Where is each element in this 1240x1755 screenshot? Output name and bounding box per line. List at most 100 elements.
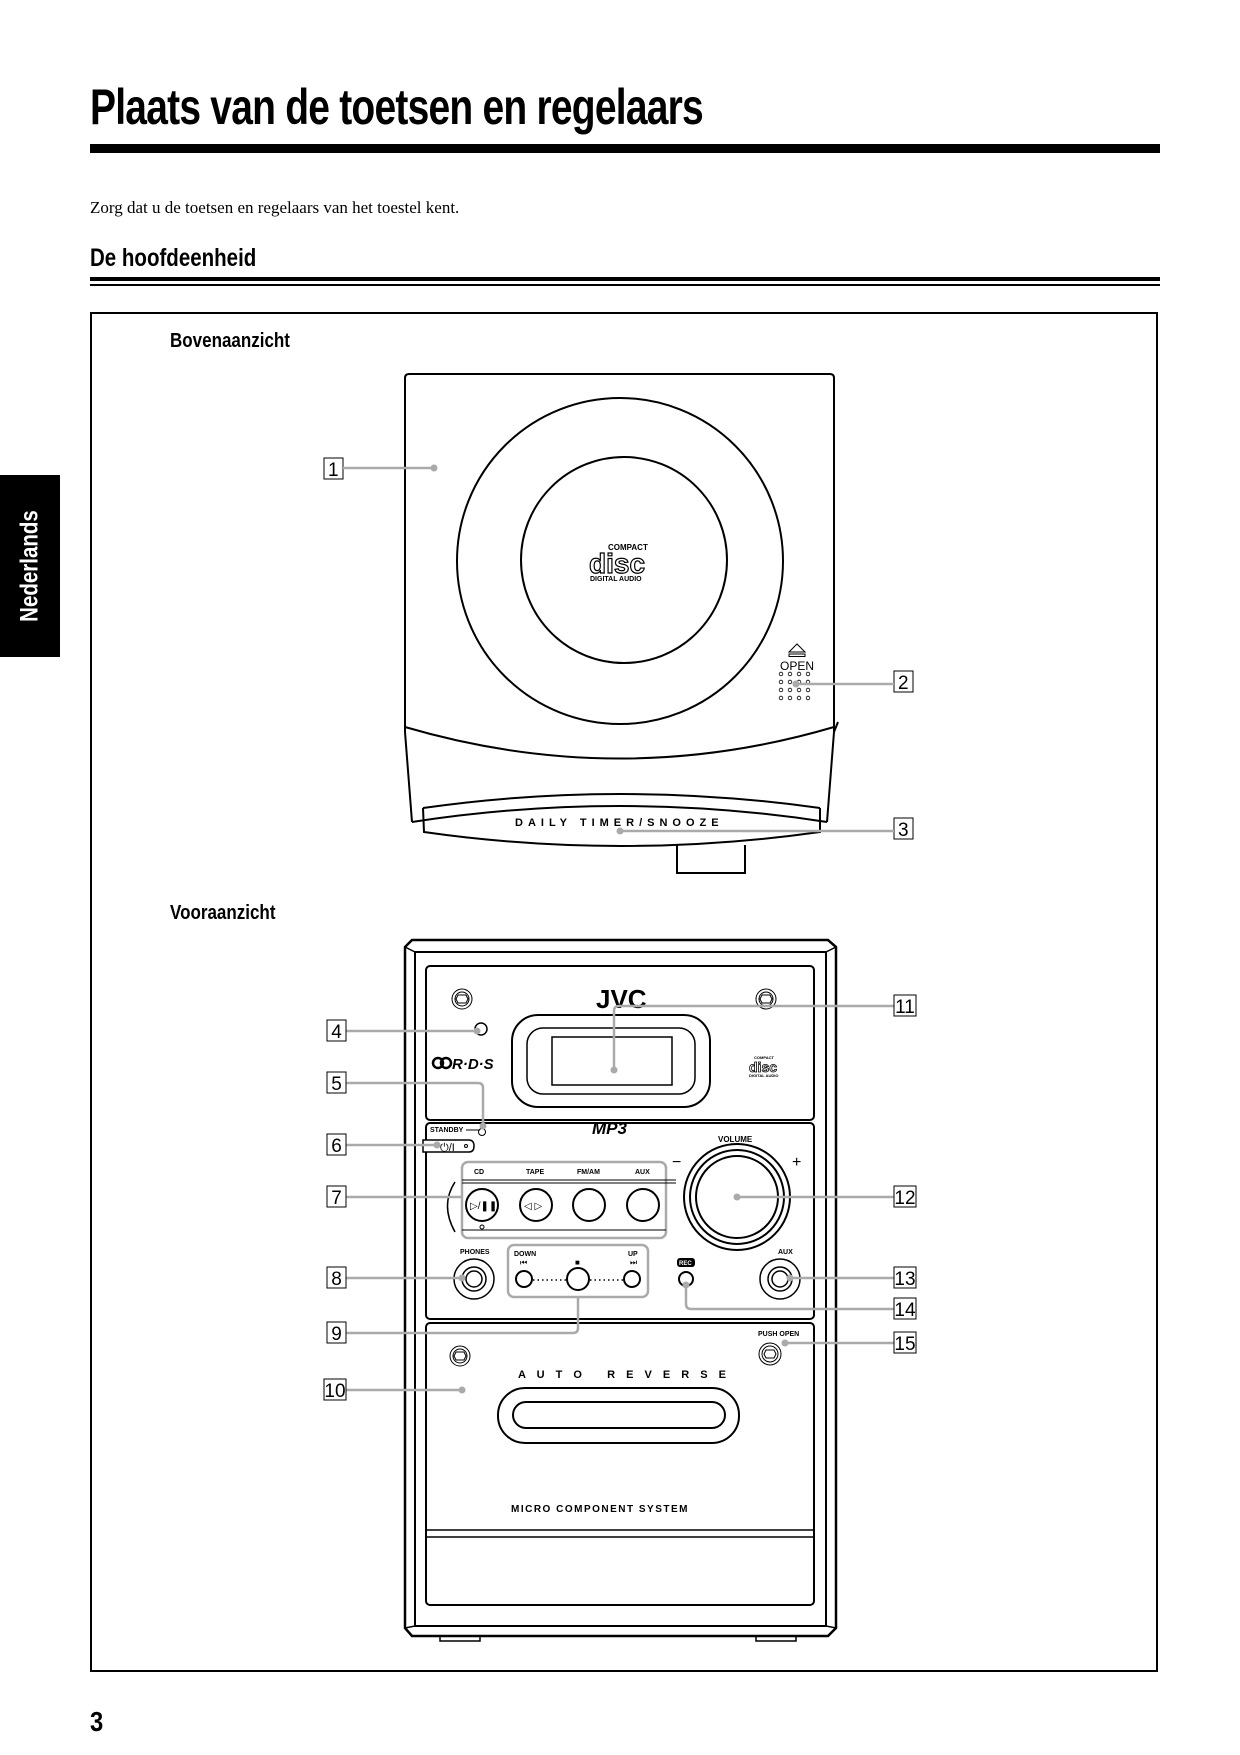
callout-number: 7 (331, 1188, 342, 1209)
timer-snooze-label: DAILY TIMER/SNOOZE (515, 817, 724, 829)
rec-badge (677, 1258, 695, 1267)
svg-text:AUX: AUX (635, 1169, 650, 1176)
leader-dot (458, 1274, 466, 1282)
callout-box (323, 1378, 347, 1401)
up-button[interactable] (623, 1270, 641, 1288)
up-label: UP (628, 1251, 638, 1258)
callout-box (326, 1133, 347, 1156)
page-title: Plaats van de toetsen en regelaars (90, 79, 704, 135)
display-window (511, 1014, 711, 1108)
leader-dot (458, 1386, 466, 1394)
screw-icon (449, 1345, 471, 1367)
grille-dot (805, 695, 811, 701)
title-rule (90, 144, 1160, 153)
leader-dot (781, 1339, 789, 1347)
leader-dot (682, 1281, 690, 1289)
system-name: MICRO COMPONENT SYSTEM (511, 1504, 689, 1515)
svg-text:TAPE: TAPE (526, 1169, 544, 1176)
leader-line (684, 1282, 894, 1311)
callout-number: 5 (331, 1074, 342, 1095)
volume-plus: + (792, 1154, 801, 1171)
volume-label: VOLUME (718, 1135, 753, 1144)
rec-label: REC (679, 1261, 692, 1267)
callout-14: 14 (682, 1281, 917, 1321)
svg-text:disc: disc (589, 548, 645, 579)
svg-text:DIGITAL AUDIO: DIGITAL AUDIO (749, 1073, 778, 1078)
callout-number: 15 (894, 1334, 915, 1355)
skip-forward-icon: ⏭ (630, 1258, 637, 1267)
standby-led (478, 1128, 486, 1136)
grille-dot (778, 695, 784, 701)
grille-dot (796, 687, 802, 693)
section-rule-thin (90, 284, 1160, 286)
callout-number: 8 (331, 1269, 342, 1290)
volume-minus: − (672, 1154, 681, 1171)
cd-logo-front: COMPACT disc DIGITAL AUDIO (749, 1055, 779, 1078)
grille-dot (805, 687, 811, 693)
page-number: 3 (90, 1706, 104, 1737)
fm-am-button[interactable]: FM/AM (572, 1169, 606, 1222)
source-buttons-group (460, 1160, 668, 1240)
leader-dot (786, 1274, 794, 1282)
callout-box (326, 1266, 347, 1289)
down-button[interactable] (515, 1270, 533, 1288)
cassette-door[interactable] (497, 1387, 740, 1444)
tape-button[interactable]: TAPE ◁ ▷ (519, 1169, 553, 1222)
callout-box (893, 1185, 917, 1208)
grille-dot (796, 671, 802, 677)
svg-text:CD: CD (474, 1169, 484, 1176)
svg-text:⏻/I: ⏻/I (440, 1142, 455, 1154)
figure-frame (90, 312, 1158, 1672)
callout-3: 3 (616, 817, 914, 841)
grille-dot (778, 679, 784, 685)
svg-text:COMPACT: COMPACT (608, 543, 648, 552)
callout-box (326, 1185, 347, 1208)
open-button-grille[interactable] (778, 671, 811, 701)
leader-dot (733, 1193, 741, 1201)
grille-dot (787, 687, 793, 693)
callout-box (893, 1266, 917, 1289)
aux-jack-label: AUX (778, 1249, 793, 1256)
grille-dot (787, 671, 793, 677)
leader-line (346, 1081, 485, 1128)
language-tab: Nederlands (0, 475, 60, 657)
callout-number: 14 (894, 1300, 916, 1321)
callout-box (893, 994, 917, 1017)
grille-dot (778, 687, 784, 693)
top-view-unit (404, 373, 839, 874)
grille-dot (778, 671, 784, 677)
leader-dot (610, 1066, 618, 1074)
callout-box (326, 1321, 347, 1344)
auto-reverse-label: A U T O R E V E R S E (518, 1369, 730, 1381)
svg-text:COMPACT: COMPACT (754, 1055, 774, 1060)
stop-button[interactable] (566, 1267, 590, 1291)
front-view-heading: Vooraanzicht (170, 902, 276, 924)
top-view-heading: Bovenaanzicht (170, 330, 290, 352)
callout-number: 11 (895, 997, 915, 1018)
callout-number: 12 (894, 1188, 915, 1209)
cd-button[interactable]: CD ▷/❚❚ (465, 1169, 499, 1230)
screw-icon (451, 988, 473, 1010)
svg-text:1: 1 (328, 460, 339, 481)
callout-11: 11 (610, 994, 917, 1074)
svg-text:3: 3 (898, 820, 909, 841)
svg-text:R·D·S: R·D·S (452, 1056, 494, 1073)
svg-text:disc: disc (749, 1059, 777, 1075)
callout-12: 12 (733, 1185, 917, 1209)
mp3-logo: MP3 (592, 1119, 628, 1138)
callout-13: 13 (786, 1266, 917, 1290)
skip-back-icon: ⏮ (520, 1258, 527, 1267)
callout-6: 6 (326, 1133, 441, 1157)
eject-icon (787, 643, 807, 657)
open-label: OPEN (780, 659, 814, 673)
leader-dot (433, 1141, 441, 1149)
push-open-button[interactable] (758, 1342, 782, 1366)
down-label: DOWN (514, 1251, 536, 1258)
power-button[interactable]: ⏻/I (422, 1139, 475, 1154)
callout-9: 9 (326, 1297, 580, 1345)
push-open-label: PUSH OPEN (758, 1331, 799, 1338)
callout-box (326, 1019, 347, 1042)
callout-8: 8 (326, 1266, 466, 1290)
aux-button[interactable]: AUX (626, 1169, 660, 1222)
callout-10: 10 (323, 1378, 466, 1402)
